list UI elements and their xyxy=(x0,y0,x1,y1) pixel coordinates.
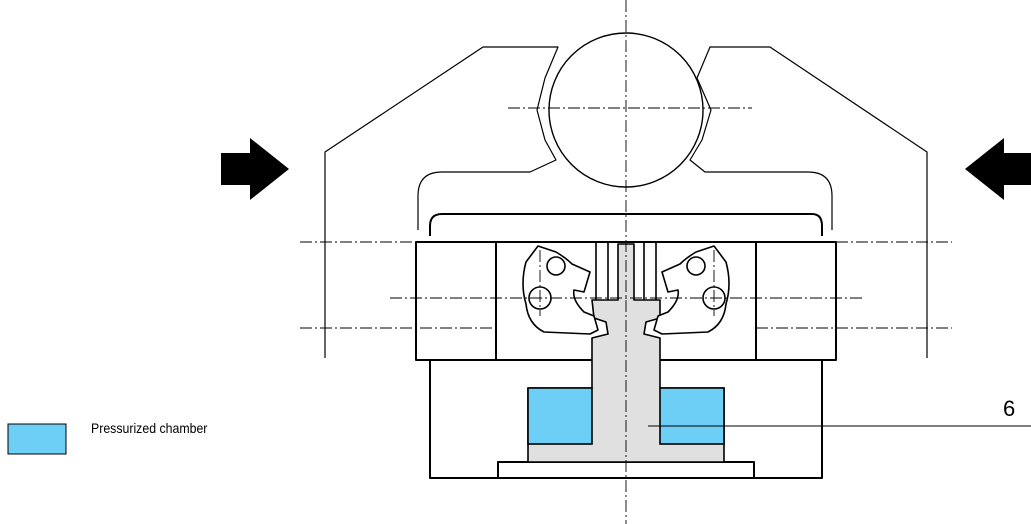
arrow-right-icon xyxy=(221,138,289,200)
callout-number: 6 xyxy=(1003,396,1016,421)
left-jaw-block xyxy=(415,241,497,361)
right-jaw-outer xyxy=(689,46,928,358)
arrow-left-icon xyxy=(965,138,1031,200)
lever-right xyxy=(653,245,730,335)
pin-upper-right xyxy=(686,256,706,276)
guide-slot-right xyxy=(643,242,657,300)
lever-left xyxy=(522,245,599,335)
pin-upper-left xyxy=(546,256,566,276)
left-jaw-outer xyxy=(324,46,559,358)
legend-label: Pressurized chamber xyxy=(91,420,208,436)
pressurized-chamber-left xyxy=(527,387,593,445)
pressurized-chamber-right xyxy=(659,387,725,445)
legend-swatch xyxy=(7,423,67,455)
body-top-cap xyxy=(429,213,823,236)
right-jaw-block xyxy=(755,241,837,361)
guide-slot-left xyxy=(595,242,609,300)
